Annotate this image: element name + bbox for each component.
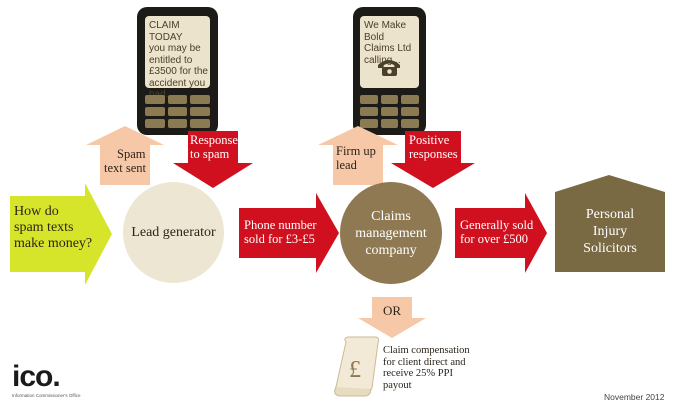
response-to-spam-arrow <box>173 131 253 188</box>
lead-generator-label: Lead generator <box>131 224 216 240</box>
start-label: How do spam texts make money? <box>14 204 93 251</box>
firm-up-lead-arrow <box>318 126 398 185</box>
firm-up-lead-label: Firm up lead <box>336 144 376 172</box>
date-label: November 2012 <box>604 392 665 402</box>
positive-responses-arrow <box>391 131 475 188</box>
svg-text:£: £ <box>349 357 361 383</box>
spam-text-sent-arrow <box>86 126 164 185</box>
response-to-spam-label: Response to spam <box>190 133 238 161</box>
phone-right: We Make Bold Claims Ltd calling... <box>353 7 426 135</box>
claims-company-circle: Claims management company <box>340 182 442 284</box>
positive-responses-label: Positive responses <box>409 133 458 161</box>
claim-compensation-label: Claim compensation for client direct and… <box>383 345 470 391</box>
ico-logo: ico. Information Commissioner's Office <box>12 360 81 399</box>
or-arrow <box>358 297 426 338</box>
solicitors-shape <box>555 175 665 272</box>
phone-left-screen: CLAIM TODAY you may be entitled to £3500… <box>145 16 210 100</box>
start-arrow <box>10 183 112 285</box>
phone-number-sold-arrow <box>239 193 339 273</box>
generally-sold-label: Generally sold for over £500 <box>460 218 534 246</box>
phone-left: CLAIM TODAY you may be entitled to £3500… <box>137 7 218 135</box>
phone-right-message: We Make Bold Claims Ltd calling... <box>364 20 412 66</box>
telephone-icon <box>378 60 400 76</box>
generally-sold-arrow <box>455 193 547 273</box>
spam-text-sent-label: Spam text sent <box>104 147 147 175</box>
or-label: OR <box>382 303 402 318</box>
phone-right-screen: We Make Bold Claims Ltd calling... <box>360 16 419 88</box>
phone-left-keypad <box>145 95 210 128</box>
phone-right-keypad <box>360 95 419 128</box>
phone-number-sold-label: Phone number sold for £3-£5 <box>244 218 317 246</box>
lead-generator-circle: Lead generator <box>123 182 224 283</box>
phone-left-message: CLAIM TODAY you may be entitled to £3500… <box>149 20 208 100</box>
solicitors-label: Personal Injury Solicitors <box>583 207 637 256</box>
